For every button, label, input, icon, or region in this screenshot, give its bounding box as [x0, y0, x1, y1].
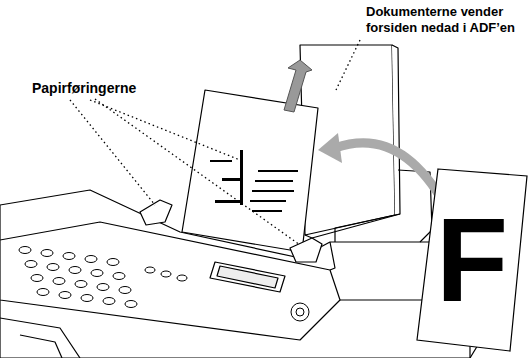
lcd-display: [210, 262, 285, 292]
document-sheet: [182, 90, 318, 252]
paper-guide: [140, 200, 172, 225]
callout-label: Dokumenterne vender forsiden nedad i ADF…: [366, 4, 530, 35]
callout-label: Papirføringerne: [32, 80, 162, 97]
sheet-letter: F: [436, 201, 508, 319]
flip-arrow: [335, 143, 445, 205]
insert-arrow: [284, 60, 312, 112]
sheet-print: [210, 150, 298, 212]
document-sheet: F: [416, 168, 528, 352]
paper-guide: [290, 238, 322, 262]
leader-line: [70, 40, 360, 245]
keypad: [19, 247, 309, 322]
